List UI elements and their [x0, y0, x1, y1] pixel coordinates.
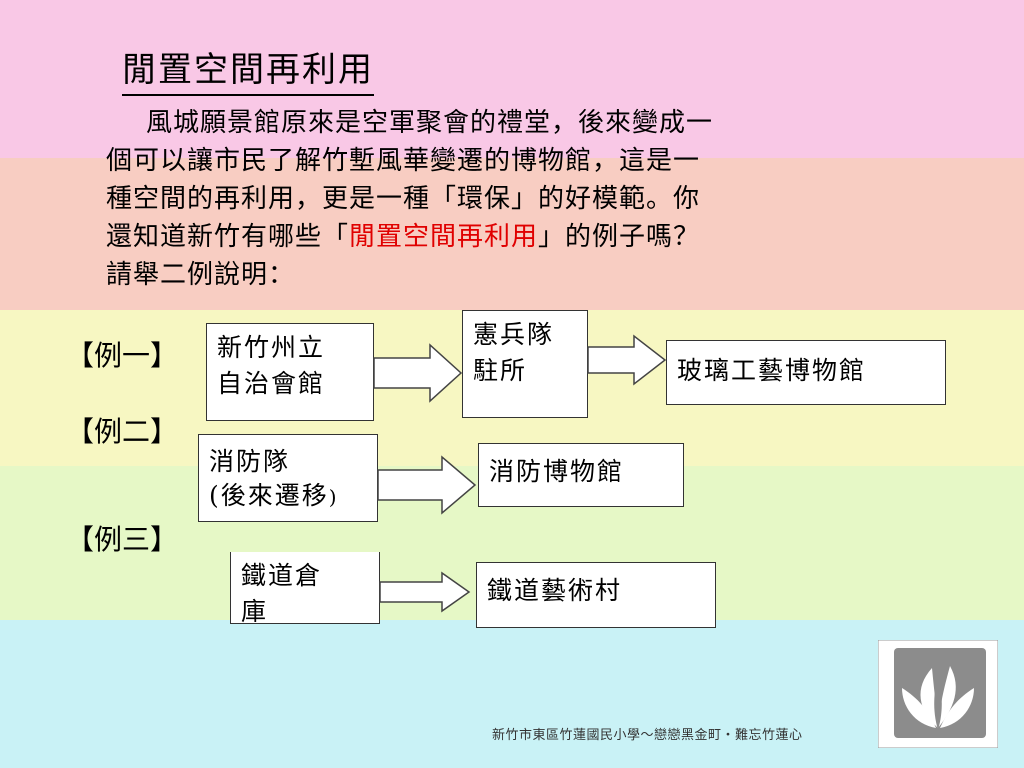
paragraph-line-4: 還知道新竹有哪些「閒置空間再利用」的例子嗎？: [106, 218, 866, 256]
example-3-label: 【例三】: [66, 523, 179, 556]
example-2-label: 【例二】: [66, 415, 179, 448]
background-band-cyan: [0, 620, 1024, 768]
paragraph-line-1: 風城願景館原來是空軍聚會的禮堂，後來變成一: [106, 104, 866, 142]
example-3-result-box: 鐵道藝術村: [476, 562, 716, 628]
paragraph-line-1-text: 風城願景館原來是空軍聚會的禮堂，後來變成一: [146, 108, 714, 138]
example-2-origin-line-2: (後來遷移): [209, 479, 367, 514]
example-3-origin-line-2: 庫: [241, 597, 269, 626]
example-3-origin-line-1: 鐵道倉: [241, 561, 323, 590]
example-1-origin-line-2: 自治會館: [217, 369, 326, 398]
example-2-result-box: 消防博物館: [478, 443, 684, 507]
paragraph-line-4-pre: 還知道新竹有哪些「: [106, 222, 350, 252]
block-arrow-icon: [373, 343, 463, 403]
highlight-phrase: 閒置空間再利用: [349, 222, 539, 252]
paragraph-line-2: 個可以讓市民了解竹塹風華變遷的博物館，這是一: [106, 146, 701, 176]
example-2-origin-line-2-text: 後來遷移: [220, 481, 329, 510]
example-2-origin-line-1: 消防隊: [209, 447, 291, 476]
paragraph-line-5: 請舉二例說明：: [106, 260, 296, 290]
example-3-origin-box: 鐵道倉 庫: [230, 552, 380, 626]
block-arrow-icon: [379, 571, 471, 613]
lotus-logo-icon: [878, 640, 998, 748]
example-1-middle-line-1: 憲兵隊: [473, 320, 555, 349]
example-2-open-paren: (: [209, 481, 221, 510]
example-1-middle-line-2: 駐所: [473, 356, 528, 385]
example-1-label: 【例一】: [66, 339, 179, 372]
example-1-origin-box: 新竹州立 自治會館: [206, 323, 374, 421]
footer-text: 新竹市東區竹蓮國民小學～戀戀黑金町・難忘竹蓮心: [492, 728, 803, 743]
paragraph-line-3: 種空間的再利用，更是一種「環保」的好模範。你: [106, 184, 701, 214]
block-arrow-icon: [587, 334, 667, 386]
example-1-middle-box: 憲兵隊 駐所: [462, 310, 588, 418]
block-arrow-icon: [377, 455, 477, 515]
intro-paragraph: 風城願景館原來是空軍聚會的禮堂，後來變成一 個可以讓市民了解竹塹風華變遷的博物館…: [106, 104, 866, 294]
example-1-origin-line-1: 新竹州立: [217, 333, 326, 362]
paragraph-line-4-post: 」的例子嗎？: [538, 222, 701, 252]
example-2-close-paren: ): [328, 485, 337, 509]
example-2-origin-box: 消防隊 (後來遷移): [198, 434, 378, 522]
slide-title: 閒置空間再利用: [122, 48, 374, 96]
background-band-peach: [0, 158, 1024, 310]
background-band-pink: [0, 0, 1024, 158]
example-1-result-box: 玻璃工藝博物館: [666, 340, 946, 405]
